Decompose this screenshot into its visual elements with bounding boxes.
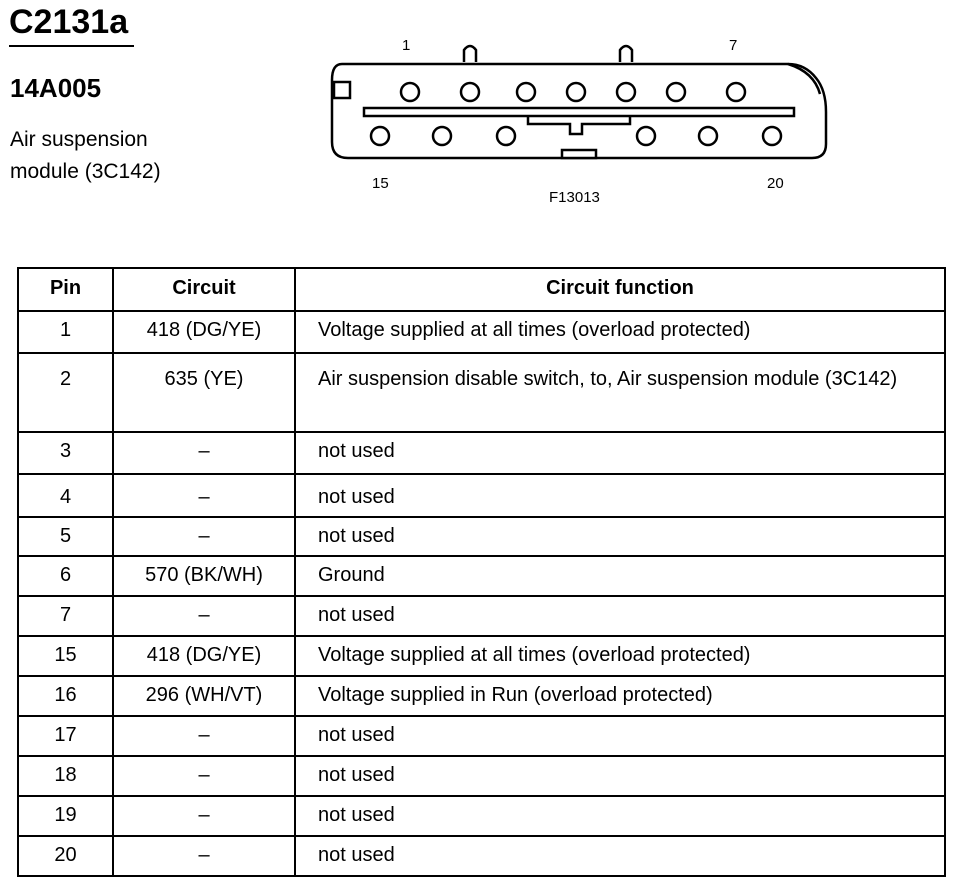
pin-row-top <box>399 81 747 103</box>
header-pin: Pin <box>17 267 114 312</box>
pin-cell: 20 <box>17 835 114 877</box>
function-cell: not used <box>294 755 946 797</box>
pin-cavity <box>399 81 421 103</box>
pin-cell: 4 <box>17 473 114 518</box>
circuit-cell: 296 (WH/VT) <box>112 675 296 717</box>
circuit-cell: – <box>112 835 296 877</box>
circuit-cell: – <box>112 795 296 837</box>
circuit-cell: – <box>112 595 296 637</box>
pin-cavity <box>761 125 783 147</box>
pin-cell: 2 <box>17 352 114 433</box>
pin-cavity <box>615 81 637 103</box>
circuit-cell: – <box>112 473 296 518</box>
circuit-cell: 418 (DG/YE) <box>112 635 296 677</box>
pin-cell: 18 <box>17 755 114 797</box>
table-row: 16 296 (WH/VT) Voltage supplied in Run (… <box>17 675 946 717</box>
function-cell: Voltage supplied in Run (overload protec… <box>294 675 946 717</box>
table-row: 1 418 (DG/YE) Voltage supplied at all ti… <box>17 310 946 354</box>
pin-cell: 15 <box>17 635 114 677</box>
circuit-cell: – <box>112 715 296 757</box>
function-cell: not used <box>294 595 946 637</box>
table-row: 5 – not used <box>17 516 946 557</box>
function-cell: not used <box>294 473 946 518</box>
circuit-cell: 418 (DG/YE) <box>112 310 296 354</box>
header-circuit: Circuit <box>112 267 296 312</box>
table-row: 17 – not used <box>17 715 946 757</box>
pin-cell: 19 <box>17 795 114 837</box>
function-cell: not used <box>294 715 946 757</box>
pin-cell: 17 <box>17 715 114 757</box>
table-row: 7 – not used <box>17 595 946 637</box>
pin-cell: 5 <box>17 516 114 557</box>
connector-face-diagram <box>330 44 828 160</box>
locator-tab-right <box>618 44 634 62</box>
pin-cell: 3 <box>17 431 114 475</box>
circuit-cell: – <box>112 516 296 557</box>
circuit-cell: – <box>112 755 296 797</box>
function-cell: not used <box>294 516 946 557</box>
function-cell: Voltage supplied at all times (overload … <box>294 310 946 354</box>
part-number: 14A005 <box>10 73 102 103</box>
latch-corner <box>787 62 822 95</box>
connector-housing-outline <box>330 62 828 160</box>
pin-row-bottom <box>369 125 783 147</box>
table-row: 20 – not used <box>17 835 946 877</box>
function-cell: not used <box>294 795 946 837</box>
title-underline <box>9 45 134 47</box>
pin-cavity <box>459 81 481 103</box>
pin-cell: 6 <box>17 555 114 597</box>
pin-label-20: 20 <box>767 175 784 192</box>
pin-label-1: 1 <box>402 37 411 54</box>
connector-id: C2131a <box>9 3 129 41</box>
pin-cavity <box>515 81 537 103</box>
pin-cavity <box>635 125 657 147</box>
locator-tab-left <box>462 44 478 62</box>
table-row: 4 – not used <box>17 473 946 518</box>
pin-label-7: 7 <box>729 37 738 54</box>
module-description: Air suspension module (3C142) <box>10 128 161 183</box>
pin-cavity <box>369 125 391 147</box>
pin-cavity <box>697 125 719 147</box>
table-row: 19 – not used <box>17 795 946 837</box>
bottom-notch <box>560 148 598 160</box>
function-cell: Ground <box>294 555 946 597</box>
table-header-row: Pin Circuit Circuit function <box>17 267 946 312</box>
center-rail <box>362 106 796 118</box>
function-cell: not used <box>294 835 946 877</box>
pin-cell: 16 <box>17 675 114 717</box>
header-function: Circuit function <box>294 267 946 312</box>
pin-label-15: 15 <box>372 175 389 192</box>
table-row: 18 – not used <box>17 755 946 797</box>
circuit-cell: – <box>112 431 296 475</box>
function-cell: Voltage supplied at all times (overload … <box>294 635 946 677</box>
table-row: 2 635 (YE) Air suspension disable switch… <box>17 352 946 433</box>
table-row: 15 418 (DG/YE) Voltage supplied at all t… <box>17 635 946 677</box>
pin-cavity <box>665 81 687 103</box>
figure-id: F13013 <box>549 189 600 206</box>
circuit-cell: 635 (YE) <box>112 352 296 433</box>
pin-cavity <box>431 125 453 147</box>
pin-cell: 7 <box>17 595 114 637</box>
pin-cavity <box>565 81 587 103</box>
pin-cell: 1 <box>17 310 114 354</box>
pin-table: Pin Circuit Circuit function 1 418 (DG/Y… <box>17 267 946 877</box>
polarizing-key <box>526 116 632 136</box>
table-row: 6 570 (BK/WH) Ground <box>17 555 946 597</box>
pin-cavity <box>495 125 517 147</box>
key-square <box>332 80 352 100</box>
pin-cavity <box>725 81 747 103</box>
circuit-cell: 570 (BK/WH) <box>112 555 296 597</box>
function-cell: not used <box>294 431 946 475</box>
function-cell: Air suspension disable switch, to, Air s… <box>294 352 946 433</box>
table-row: 3 – not used <box>17 431 946 475</box>
